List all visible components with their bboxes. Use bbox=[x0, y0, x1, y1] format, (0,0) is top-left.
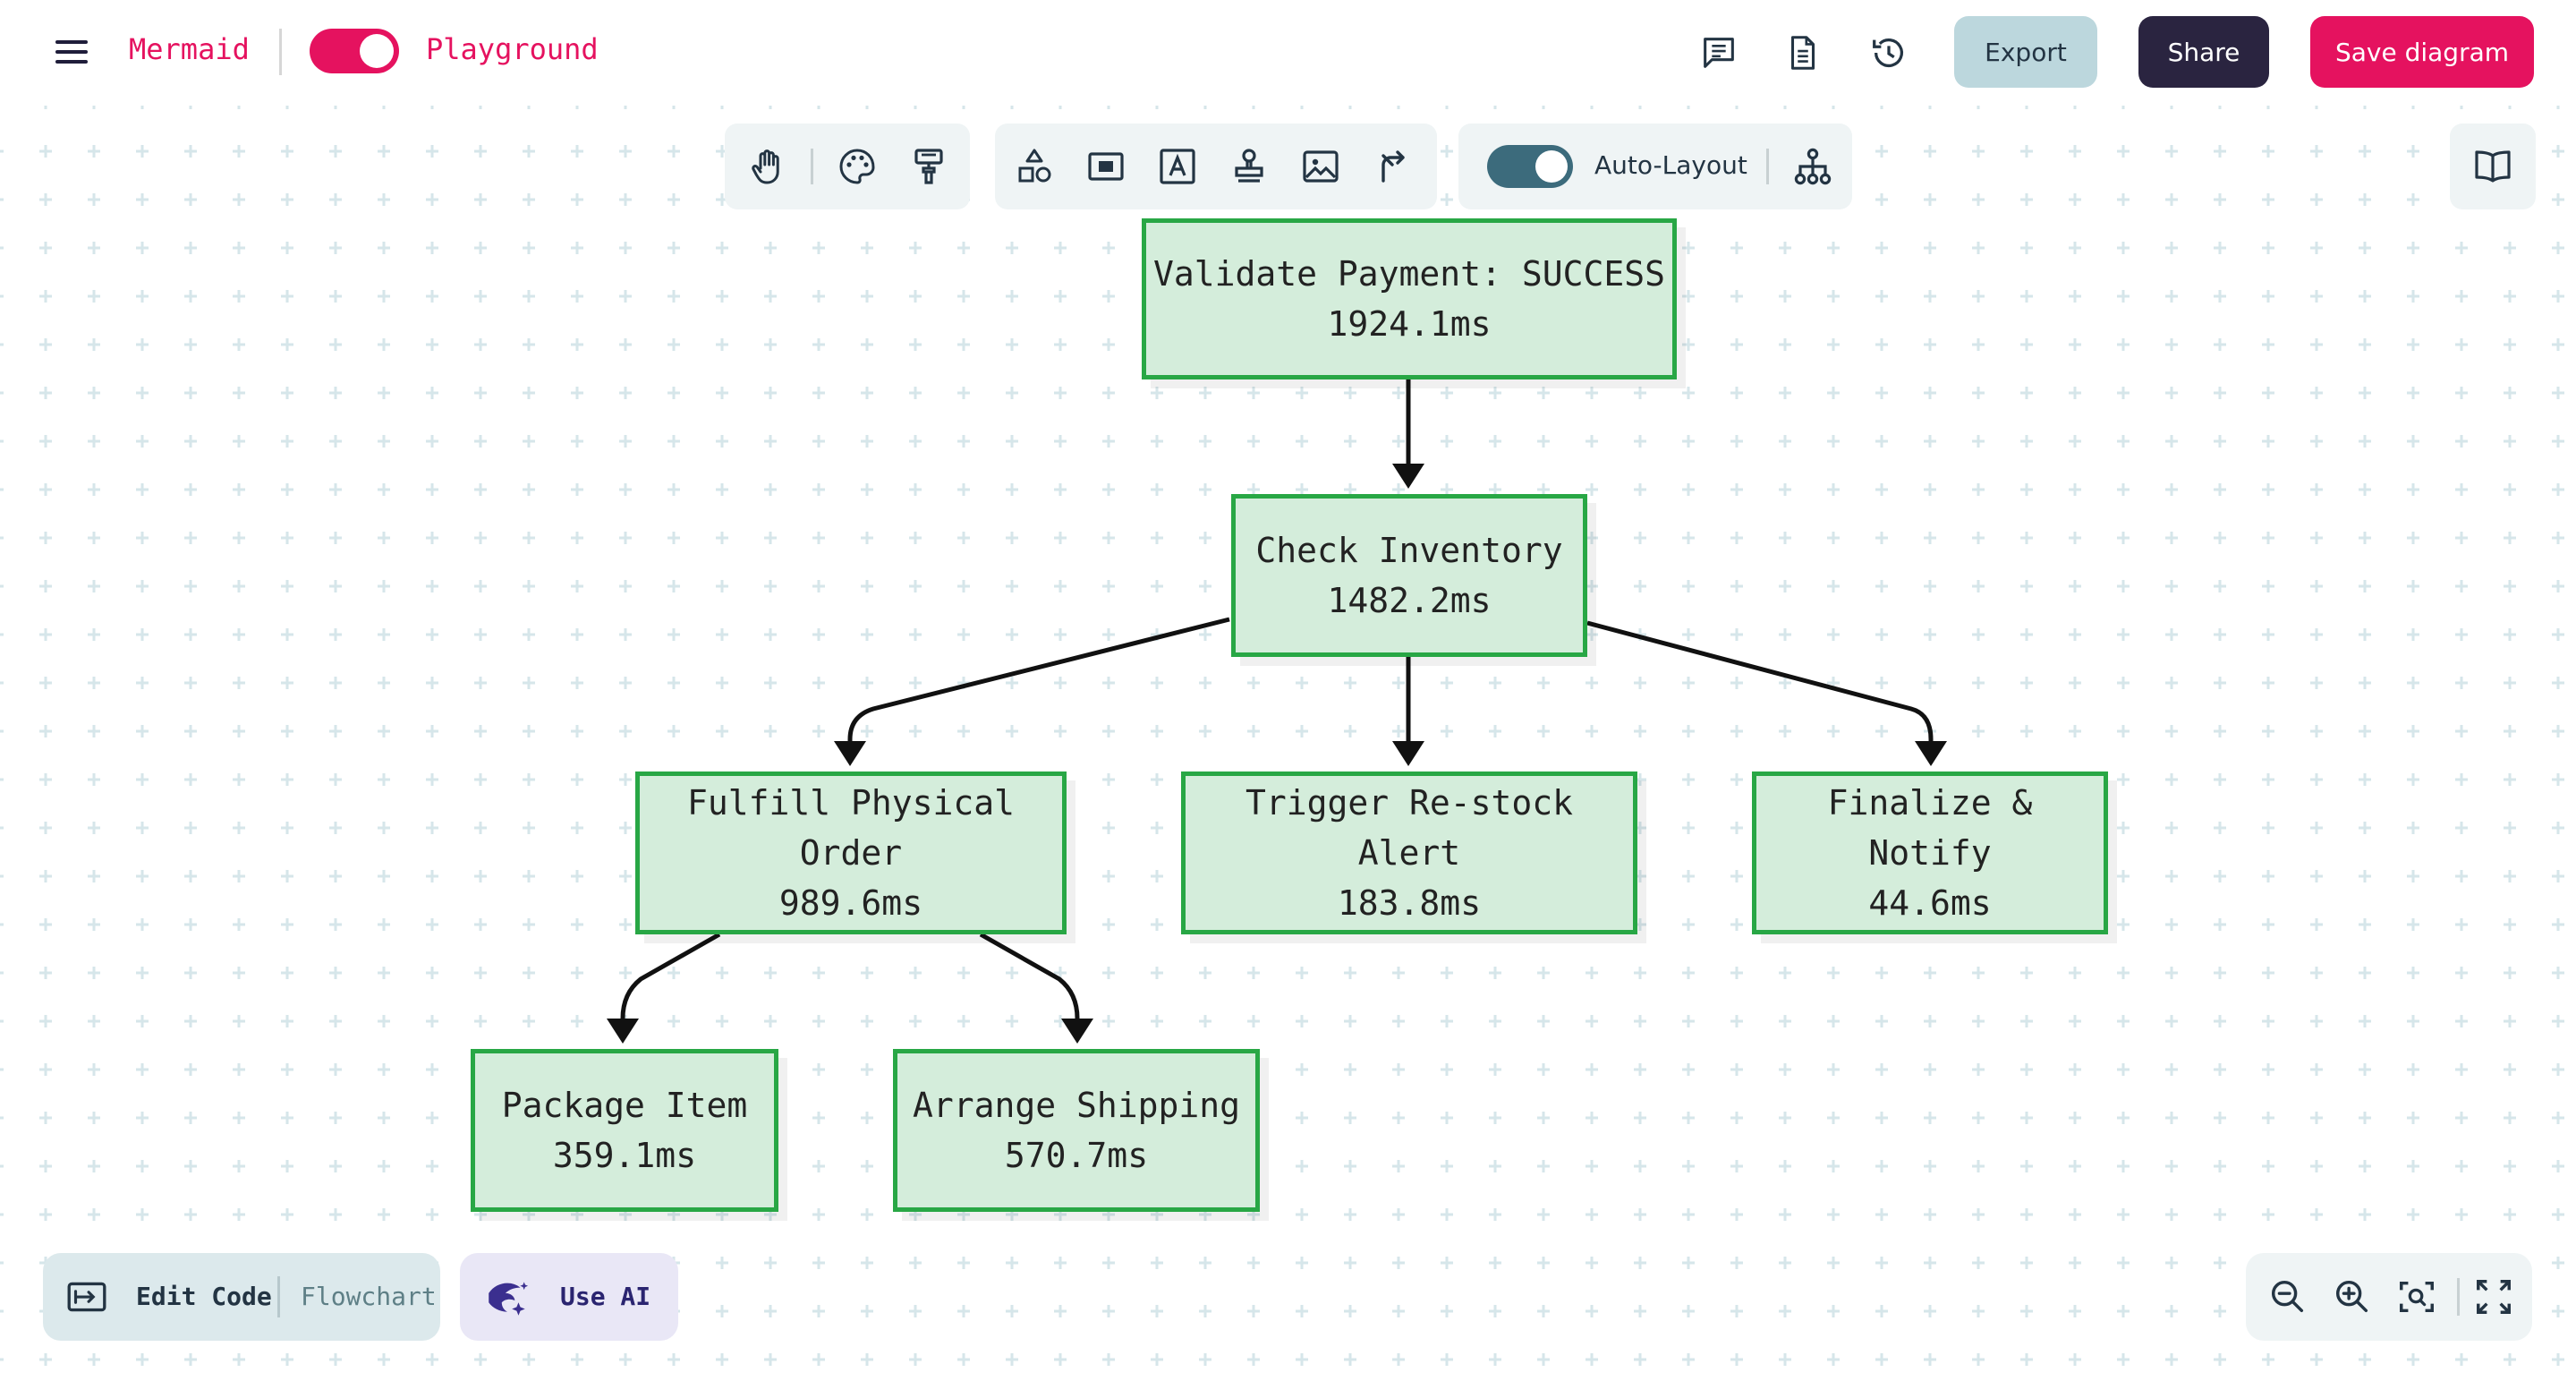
code-editor-icon[interactable] bbox=[64, 1274, 109, 1319]
hierarchy-icon[interactable] bbox=[1791, 145, 1834, 188]
save-diagram-button[interactable]: Save diagram bbox=[2310, 16, 2534, 88]
toolbar-layout: Auto-Layout bbox=[1458, 124, 1852, 209]
node-trigger-restock-alert[interactable]: Trigger Re-stock Alert 183.8ms bbox=[1181, 771, 1637, 934]
node-duration: 989.6ms bbox=[779, 878, 922, 928]
edit-code-button[interactable]: Edit Code bbox=[136, 1282, 272, 1311]
node-title: Trigger Re-stock Alert bbox=[1186, 778, 1633, 878]
paint-roller-icon[interactable] bbox=[907, 145, 950, 188]
node-duration: 44.6ms bbox=[1868, 878, 1991, 928]
node-duration: 1924.1ms bbox=[1327, 299, 1491, 349]
stamp-icon[interactable] bbox=[1228, 145, 1271, 188]
document-icon[interactable] bbox=[1782, 32, 1824, 73]
hand-icon[interactable] bbox=[746, 145, 789, 188]
book-icon[interactable] bbox=[2471, 145, 2514, 188]
share-button[interactable]: Share bbox=[2138, 16, 2269, 88]
editor-bar: Edit Code Flowchart bbox=[43, 1253, 440, 1341]
node-title: Arrange Shipping bbox=[913, 1080, 1240, 1130]
node-package-item[interactable]: Package Item 359.1ms bbox=[471, 1049, 778, 1212]
zoom-divider bbox=[2457, 1278, 2460, 1316]
node-duration: 570.7ms bbox=[1005, 1130, 1148, 1181]
node-title: Check Inventory bbox=[1255, 525, 1562, 575]
diagram-type-label[interactable]: Flowchart bbox=[301, 1282, 437, 1311]
node-title: Validate Payment: SUCCESS bbox=[1153, 249, 1665, 299]
rectangle-icon[interactable] bbox=[1084, 145, 1127, 188]
node-arrange-shipping[interactable]: Arrange Shipping 570.7ms bbox=[893, 1049, 1260, 1212]
node-title: Finalize & Notify bbox=[1756, 778, 2104, 878]
node-duration: 1482.2ms bbox=[1327, 575, 1491, 626]
zoom-out-icon[interactable] bbox=[2267, 1276, 2308, 1317]
toolbar-docs bbox=[2450, 124, 2536, 209]
export-button[interactable]: Export bbox=[1954, 16, 2097, 88]
node-title: Fulfill Physical Order bbox=[640, 778, 1062, 878]
zoom-controls bbox=[2246, 1253, 2532, 1341]
node-title: Package Item bbox=[502, 1080, 748, 1130]
comment-icon[interactable] bbox=[1698, 32, 1739, 73]
auto-layout-label: Auto-Layout bbox=[1594, 150, 1747, 180]
brand-name[interactable]: Mermaid bbox=[129, 32, 250, 66]
use-ai-label: Use AI bbox=[560, 1282, 650, 1311]
history-icon[interactable] bbox=[1868, 32, 1909, 73]
menu-icon[interactable] bbox=[47, 32, 97, 72]
node-duration: 183.8ms bbox=[1338, 878, 1481, 928]
auto-layout-toggle[interactable] bbox=[1487, 145, 1573, 188]
ai-mermaid-icon bbox=[483, 1274, 531, 1319]
zoom-in-icon[interactable] bbox=[2332, 1276, 2373, 1317]
node-duration: 359.1ms bbox=[553, 1130, 696, 1181]
fullscreen-icon[interactable] bbox=[2473, 1276, 2514, 1317]
toolbar-insert bbox=[995, 124, 1437, 209]
playground-toggle[interactable] bbox=[310, 29, 399, 73]
node-fulfill-physical-order[interactable]: Fulfill Physical Order 989.6ms bbox=[635, 771, 1067, 934]
image-icon[interactable] bbox=[1299, 145, 1342, 188]
zoom-fit-icon[interactable] bbox=[2396, 1276, 2437, 1317]
node-check-inventory[interactable]: Check Inventory 1482.2ms bbox=[1231, 494, 1587, 657]
toolbar-navigation bbox=[725, 124, 970, 209]
mode-label: Playground bbox=[426, 32, 599, 66]
shapes-icon[interactable] bbox=[1013, 145, 1056, 188]
text-icon[interactable] bbox=[1156, 145, 1199, 188]
node-validate-payment[interactable]: Validate Payment: SUCCESS 1924.1ms bbox=[1142, 218, 1677, 379]
top-header: Mermaid Playground Export Share Save dia… bbox=[0, 0, 2576, 106]
edit-bar-divider bbox=[277, 1276, 280, 1317]
node-finalize-notify[interactable]: Finalize & Notify 44.6ms bbox=[1752, 771, 2108, 934]
arrow-icon[interactable] bbox=[1371, 145, 1414, 188]
use-ai-button[interactable]: Use AI bbox=[460, 1253, 678, 1341]
brand-divider bbox=[279, 29, 282, 75]
palette-icon[interactable] bbox=[836, 145, 879, 188]
